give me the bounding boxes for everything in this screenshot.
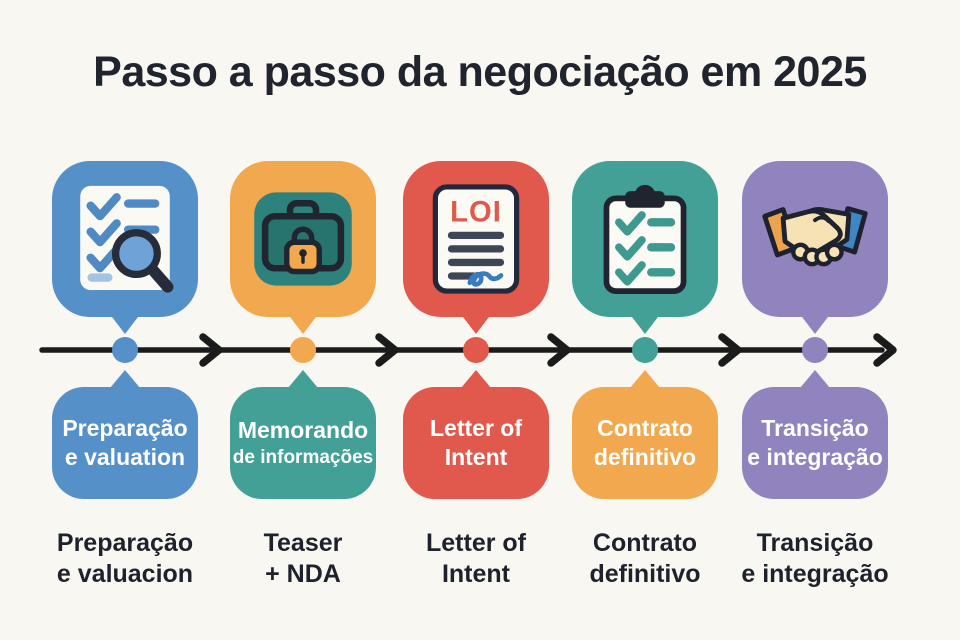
- step5-label-line1: Transição: [761, 415, 869, 441]
- step4-label-line2: definitivo: [593, 444, 697, 470]
- step2-icon-bubble: [230, 161, 376, 317]
- step3-caption-line1: Letter of: [426, 529, 526, 557]
- step4-caption-line2: definitivo: [589, 560, 701, 588]
- arrowhead-icon: [718, 333, 742, 367]
- step1-label-line1: Preparação: [62, 415, 188, 441]
- step1-caption-line1: Preparação: [56, 529, 194, 557]
- step2-caption-line2: + NDA: [265, 560, 341, 588]
- step4-label-bubble: Contrato definitivo: [572, 387, 718, 499]
- step2-label-pointer: [288, 370, 318, 388]
- step2-label-bubble: Memorando de informações: [230, 387, 376, 499]
- step4-timeline-dot: [632, 337, 658, 363]
- checklist-magnifier-icon: [80, 185, 174, 293]
- step4-icon-bubble: [572, 161, 718, 317]
- step1-label-line2: e valuation: [64, 444, 186, 470]
- step1-timeline-dot: [112, 337, 138, 363]
- briefcase-lock-icon: [254, 192, 352, 286]
- step2-caption-line1: Teaser: [263, 529, 343, 557]
- svg-text:LOI: LOI: [450, 196, 502, 228]
- step2-label-line1: Memorando: [237, 416, 369, 443]
- loi-document-icon: LOI: [432, 184, 520, 294]
- arrowhead-icon: [199, 333, 223, 367]
- page-title: Passo a passo da negociação em 2025: [93, 48, 867, 96]
- step3-label-line1: Letter of: [430, 415, 522, 441]
- step5-caption-line1: Transição: [756, 529, 874, 557]
- step5-caption-line2: e integração: [741, 560, 889, 588]
- step1-label-pointer: [110, 370, 140, 388]
- step5-icon-bubble: [742, 161, 888, 317]
- step2-label-line2: de informações: [232, 446, 374, 468]
- step3-label-pointer: [461, 370, 491, 388]
- step1-caption-line2: e valuacion: [56, 560, 194, 588]
- step1-icon-bubble: [52, 161, 198, 317]
- arrowhead-icon: [375, 333, 399, 367]
- timeline-arrow-line: [39, 333, 897, 367]
- step3-caption-line2: Intent: [441, 560, 511, 588]
- arrowhead-icon: [547, 333, 571, 367]
- clipboard-checklist-icon: [603, 184, 687, 294]
- step3-caption: Letter of Intent: [386, 528, 566, 590]
- step2-timeline-dot: [290, 337, 316, 363]
- step2-caption: Teaser + NDA: [213, 528, 393, 590]
- step5-label-line2: e integração: [747, 444, 883, 470]
- step5-timeline-dot: [802, 337, 828, 363]
- step3-label-bubble: Letter of Intent: [403, 387, 549, 499]
- step4-caption: Contrato definitivo: [555, 528, 735, 590]
- step4-label-pointer: [630, 370, 660, 388]
- step4-caption-line1: Contrato: [592, 529, 698, 557]
- step5-label-pointer: [800, 370, 830, 388]
- step4-label-line1: Contrato: [597, 415, 693, 441]
- step1-label-bubble: Preparação e valuation: [52, 387, 198, 499]
- step3-icon-bubble: LOI: [403, 161, 549, 317]
- step1-caption: Preparação e valuacion: [35, 528, 215, 590]
- step5-caption: Transição e integração: [725, 528, 905, 590]
- arrowhead-icon: [873, 333, 897, 367]
- step3-timeline-dot: [463, 337, 489, 363]
- step3-label-line2: Intent: [444, 444, 508, 470]
- handshake-icon: [762, 205, 868, 266]
- step5-label-bubble: Transição e integração: [742, 387, 888, 499]
